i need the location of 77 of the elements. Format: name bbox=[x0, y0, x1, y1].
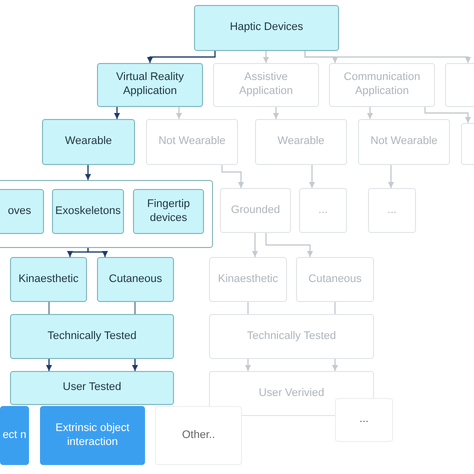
node-label: Cutaneous bbox=[108, 272, 162, 286]
connector-line bbox=[134, 302, 136, 314]
node-label: Technically Tested bbox=[47, 330, 137, 344]
arrow bbox=[367, 107, 373, 119]
category-box bbox=[52, 189, 124, 234]
node-label: Not Wearable bbox=[370, 135, 438, 149]
arrow bbox=[114, 107, 120, 119]
arrow bbox=[424, 107, 471, 123]
node-label: Haptic Devices bbox=[230, 21, 304, 35]
node-label: ... bbox=[359, 413, 369, 427]
connector-line bbox=[48, 302, 50, 314]
node-label: ... bbox=[387, 204, 397, 218]
connector-line bbox=[247, 302, 249, 314]
node-label: ect n bbox=[2, 428, 26, 442]
arrow bbox=[221, 165, 244, 188]
category-box bbox=[133, 189, 204, 234]
category-box bbox=[0, 189, 44, 234]
node-label: Technically Tested bbox=[246, 330, 336, 344]
category-box bbox=[10, 314, 174, 359]
arrow bbox=[304, 51, 471, 63]
node-label: ... bbox=[318, 204, 328, 218]
category-box bbox=[329, 63, 435, 107]
node-label: oves bbox=[8, 204, 32, 218]
arrow bbox=[245, 359, 251, 371]
category-box bbox=[299, 188, 347, 233]
node-label: Not Wearable bbox=[158, 135, 226, 149]
node-label: User Verivied bbox=[258, 386, 324, 400]
arrow bbox=[87, 248, 108, 257]
category-box bbox=[255, 119, 347, 165]
arrow bbox=[265, 233, 313, 257]
category-box bbox=[0, 406, 29, 465]
empty-box bbox=[445, 63, 474, 107]
node-label: Assistive Application bbox=[238, 71, 294, 99]
node-label: Kinaesthetic bbox=[218, 272, 278, 286]
category-box bbox=[146, 119, 238, 165]
category-box bbox=[194, 5, 339, 51]
category-box bbox=[296, 257, 374, 302]
category-box bbox=[335, 398, 393, 442]
node-label: Communication Application bbox=[342, 71, 422, 99]
node-label: Other.. bbox=[182, 428, 216, 442]
connector-line bbox=[334, 302, 336, 314]
category-box bbox=[358, 119, 450, 165]
category-box bbox=[10, 257, 87, 302]
category-box bbox=[42, 119, 135, 165]
arrow bbox=[263, 51, 269, 63]
arrow bbox=[132, 359, 138, 371]
arrow bbox=[388, 165, 394, 188]
group-container bbox=[0, 180, 213, 248]
category-box bbox=[209, 257, 287, 302]
node-label: Virtual Reality Application bbox=[115, 71, 185, 99]
category-box bbox=[97, 257, 174, 302]
category-box bbox=[155, 406, 242, 465]
node-label: Wearable bbox=[65, 135, 112, 149]
category-box bbox=[10, 371, 174, 405]
arrow bbox=[273, 107, 279, 119]
arrow bbox=[67, 248, 89, 257]
node-label: Fingertip devices bbox=[146, 198, 191, 226]
arrow bbox=[147, 51, 216, 63]
category-box bbox=[97, 63, 203, 107]
arrow bbox=[309, 165, 315, 188]
node-label: Cutaneous bbox=[308, 272, 362, 286]
category-box bbox=[40, 406, 145, 465]
category-box bbox=[368, 188, 416, 233]
node-label: Kinaesthetic bbox=[18, 272, 78, 286]
node-label: Grounded bbox=[231, 204, 280, 218]
node-label: Wearable bbox=[278, 135, 324, 149]
arrow bbox=[252, 233, 258, 257]
arrow bbox=[176, 107, 182, 119]
arrow bbox=[332, 359, 338, 371]
category-box bbox=[209, 314, 374, 359]
node-label: User Tested bbox=[62, 381, 122, 395]
node-label: Extrinsic object interaction bbox=[54, 422, 130, 450]
arrow bbox=[85, 165, 91, 180]
category-box bbox=[213, 63, 319, 107]
arrow bbox=[46, 359, 52, 371]
category-box bbox=[220, 188, 291, 233]
node-label: Exoskeletons bbox=[55, 204, 121, 218]
